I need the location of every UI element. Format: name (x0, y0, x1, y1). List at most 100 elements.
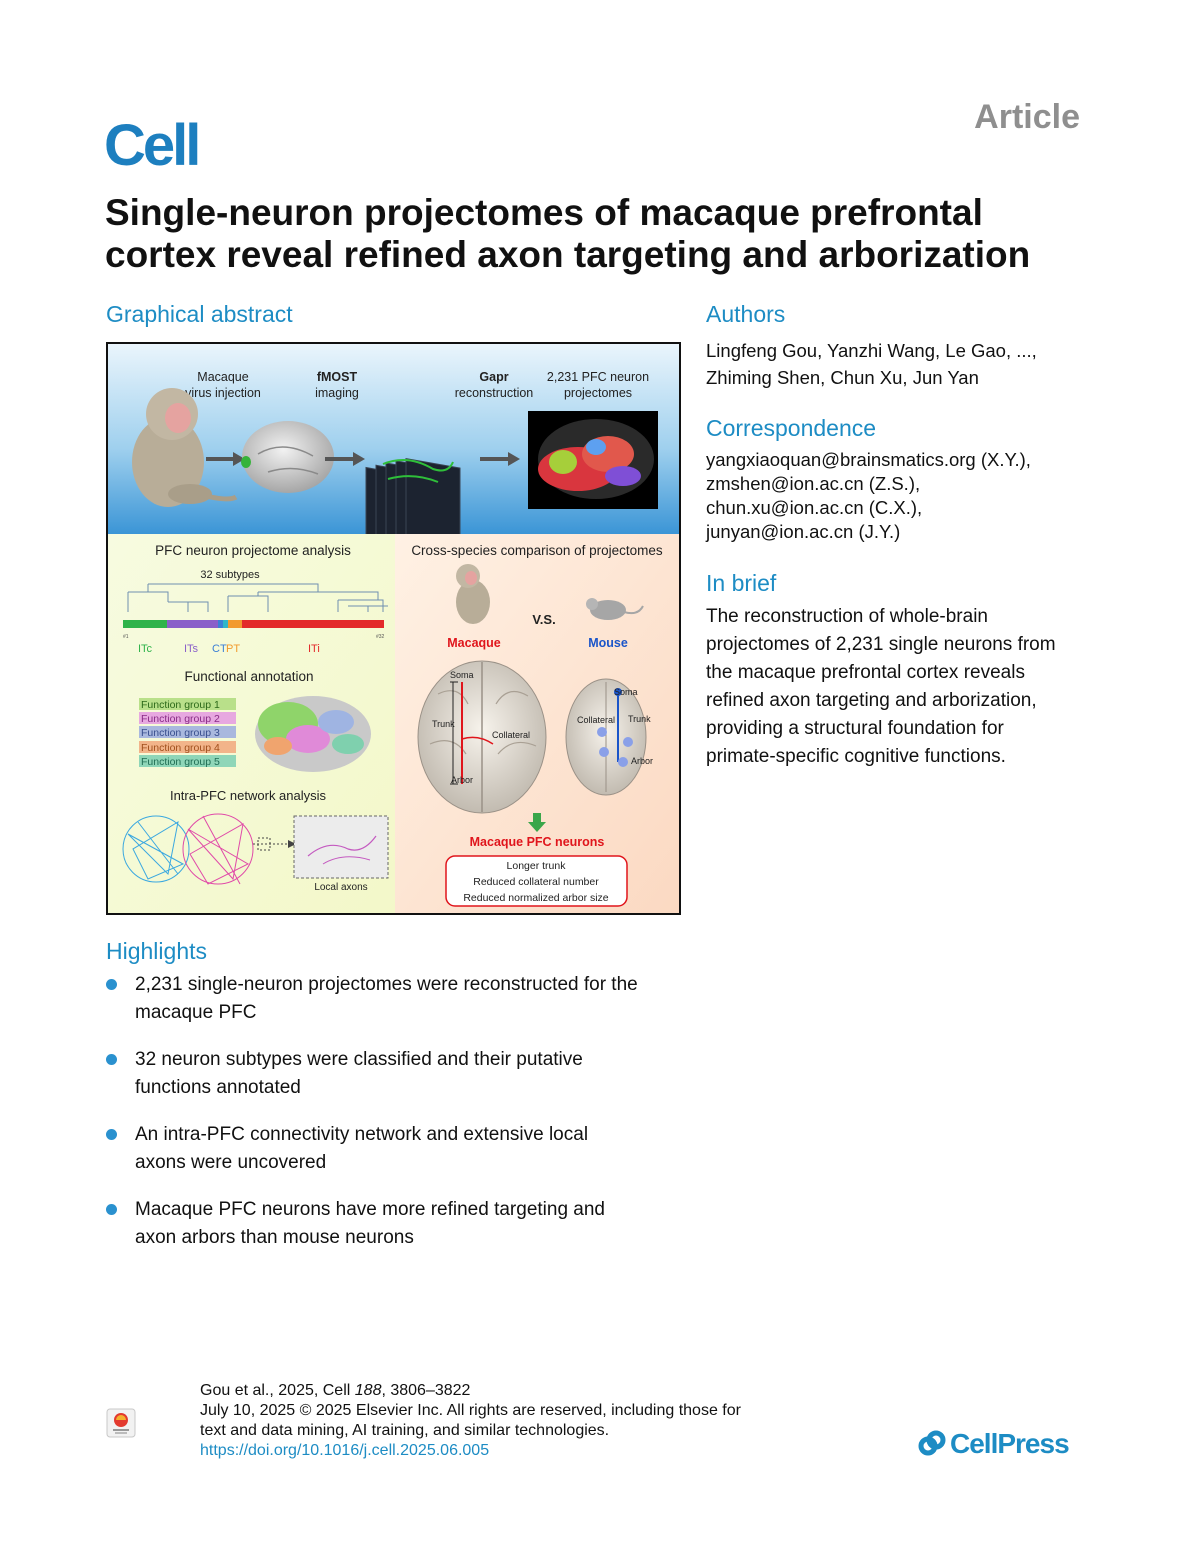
macaque-arbor-label: Arbor (451, 775, 473, 785)
mouse-collateral-label: Collateral (577, 715, 615, 725)
step3-label-2: reconstruction (455, 386, 534, 400)
cellpress-wordmark: CellPress (950, 1428, 1070, 1459)
down-arrow-shaft (533, 813, 541, 823)
step4-label-1: 2,231 PFC neuron (547, 370, 649, 384)
step2-label-1: fMOST (317, 370, 358, 384)
highlight-line-2: axon arbors than mouse neurons (135, 1227, 414, 1248)
in-brief-line-4: refined axon targeting and arborization, (706, 690, 1037, 711)
projectome-analysis-title: PFC neuron projectome analysis (155, 543, 351, 558)
highlight-item: 32 neuron subtypes were classified and t… (106, 1046, 696, 1102)
bullet-icon (106, 1129, 117, 1140)
bullet-icon (106, 1204, 117, 1215)
highlight-item: 2,231 single-neuron projectomes were rec… (106, 971, 696, 1027)
class-its-label: ITs (184, 643, 199, 655)
step4-label-2: projectomes (564, 386, 632, 400)
function-group-legend: Function group 1 Function group 2 Functi… (139, 698, 236, 768)
authors-line-2: Zhiming Shen, Chun Xu, Jun Yan (706, 367, 979, 388)
arrow-3-head (508, 452, 520, 466)
macaque-label: Macaque (447, 636, 501, 650)
macaque-soma-label: Soma (450, 670, 474, 680)
authors-list: Lingfeng Gou, Yanzhi Wang, Le Gao, ..., … (706, 337, 1037, 391)
highlight-item: An intra-PFC connectivity network and ex… (106, 1121, 696, 1177)
class-itc-label: ITc (138, 643, 153, 655)
cellpress-logo: CellPress (918, 1428, 1070, 1463)
class-ct-label: CT (212, 643, 227, 655)
down-arrow-head (528, 822, 546, 832)
highlight-item: Macaque PFC neurons have more refined ta… (106, 1196, 696, 1252)
highlight-line-1: An intra-PFC connectivity network and ex… (135, 1124, 589, 1145)
paper-title: Single-neuron projectomes of macaque pre… (105, 192, 1105, 276)
macaque-brain-illustration (241, 421, 334, 493)
graphical-abstract-svg: Macaque virus injection fMOST imaging Ga… (108, 344, 679, 913)
in-brief-text: The reconstruction of whole-brain projec… (706, 603, 1056, 771)
authors-line-1: Lingfeng Gou, Yanzhi Wang, Le Gao, ..., (706, 340, 1037, 361)
function-group-4-label: Function group 4 (141, 742, 220, 754)
authors-heading: Authors (706, 301, 786, 327)
article-type-label: Article (974, 98, 1080, 136)
class-pt-label: PT (226, 643, 240, 655)
title-line-1: Single-neuron projectomes of macaque pre… (105, 192, 983, 233)
subtype-color-bar (123, 620, 384, 628)
bullet-icon (106, 1054, 117, 1065)
network-graph (122, 813, 296, 885)
function-group-3-label: Function group 3 (141, 727, 220, 739)
small-macaque-illustration (456, 564, 490, 624)
graphical-abstract-heading: Graphical abstract (106, 301, 293, 327)
result-title: Macaque PFC neurons (470, 835, 605, 849)
local-axons-label: Local axons (314, 882, 367, 893)
correspondence-heading: Correspondence (706, 415, 877, 441)
arrow-1-head (233, 452, 245, 466)
result-line-3: Reduced normalized arbor size (463, 892, 608, 904)
network-analysis-title: Intra-PFC network analysis (170, 788, 327, 803)
citation-line-2: July 10, 2025 © 2025 Elsevier Inc. All r… (200, 1402, 741, 1419)
cellpress-mark-icon (918, 1430, 946, 1463)
function-group-5-swatch (139, 755, 236, 767)
check-for-updates-icon[interactable] (106, 1408, 136, 1438)
function-group-4-swatch (139, 741, 236, 753)
step1-label-2: virus injection (185, 386, 261, 400)
annotated-brain-illustration (255, 696, 371, 772)
result-box (445, 855, 628, 907)
bullet-icon (106, 979, 117, 990)
correspondence-list: yangxiaoquan@brainsmatics.org (X.Y.), zm… (706, 448, 1031, 544)
correspondence-email-2[interactable]: zmshen@ion.ac.cn (Z.S.), (706, 473, 921, 494)
in-brief-line-2: projectomes of 2,231 single neurons from (706, 634, 1056, 655)
correspondence-email-1[interactable]: yangxiaoquan@brainsmatics.org (X.Y.), (706, 449, 1031, 470)
mouse-illustration (586, 598, 644, 620)
arrow-2-head (353, 452, 365, 466)
class-iti-label: ITi (308, 643, 320, 655)
mouse-brain-top-view (565, 678, 647, 796)
step1-label-1: Macaque (197, 370, 248, 384)
local-axons-inset (293, 815, 389, 879)
graphical-abstract-figure: Macaque virus injection fMOST imaging Ga… (106, 342, 681, 915)
correspondence-email-3[interactable]: chun.xu@ion.ac.cn (C.X.), (706, 497, 923, 518)
function-group-2-swatch (139, 712, 236, 724)
mouse-label: Mouse (588, 636, 628, 650)
in-brief-line-6: primate-specific cognitive functions. (706, 746, 1006, 767)
function-group-1-swatch (139, 698, 236, 710)
result-line-1: Longer trunk (507, 860, 567, 872)
result-line-2: Reduced collateral number (473, 876, 599, 888)
citation-line-3: text and data mining, AI training, and s… (200, 1422, 610, 1439)
highlight-line-1: Macaque PFC neurons have more refined ta… (135, 1199, 605, 1220)
highlight-line-2: macaque PFC (135, 1002, 257, 1023)
correspondence-email-4[interactable]: junyan@ion.ac.cn (J.Y.) (706, 521, 901, 542)
macaque-trunk-label: Trunk (432, 719, 455, 729)
subtype-tick-first: #1 (123, 634, 129, 640)
highlights-heading: Highlights (106, 938, 207, 964)
macaque-illustration (132, 388, 238, 507)
in-brief-line-5: providing a structural foundation for (706, 718, 1004, 739)
subtype-tick-last: #32 (376, 634, 385, 640)
subtypes-label: 32 subtypes (200, 569, 260, 581)
macaque-brain-top-view (417, 660, 547, 814)
cross-species-title: Cross-species comparison of projectomes (411, 543, 663, 558)
in-brief-line-3: the macaque prefrontal cortex reveals (706, 662, 1025, 683)
highlight-line-2: functions annotated (135, 1077, 301, 1098)
highlight-line-1: 2,231 single-neuron projectomes were rec… (135, 974, 638, 995)
title-line-2: cortex reveal refined axon targeting and… (105, 234, 1031, 275)
citation-volume: 188 (354, 1382, 382, 1399)
mouse-arbor-label: Arbor (631, 756, 653, 766)
function-group-3-swatch (139, 726, 236, 738)
mouse-soma-label: Soma (614, 687, 638, 697)
doi-link[interactable]: https://doi.org/10.1016/j.cell.2025.06.0… (200, 1442, 490, 1459)
